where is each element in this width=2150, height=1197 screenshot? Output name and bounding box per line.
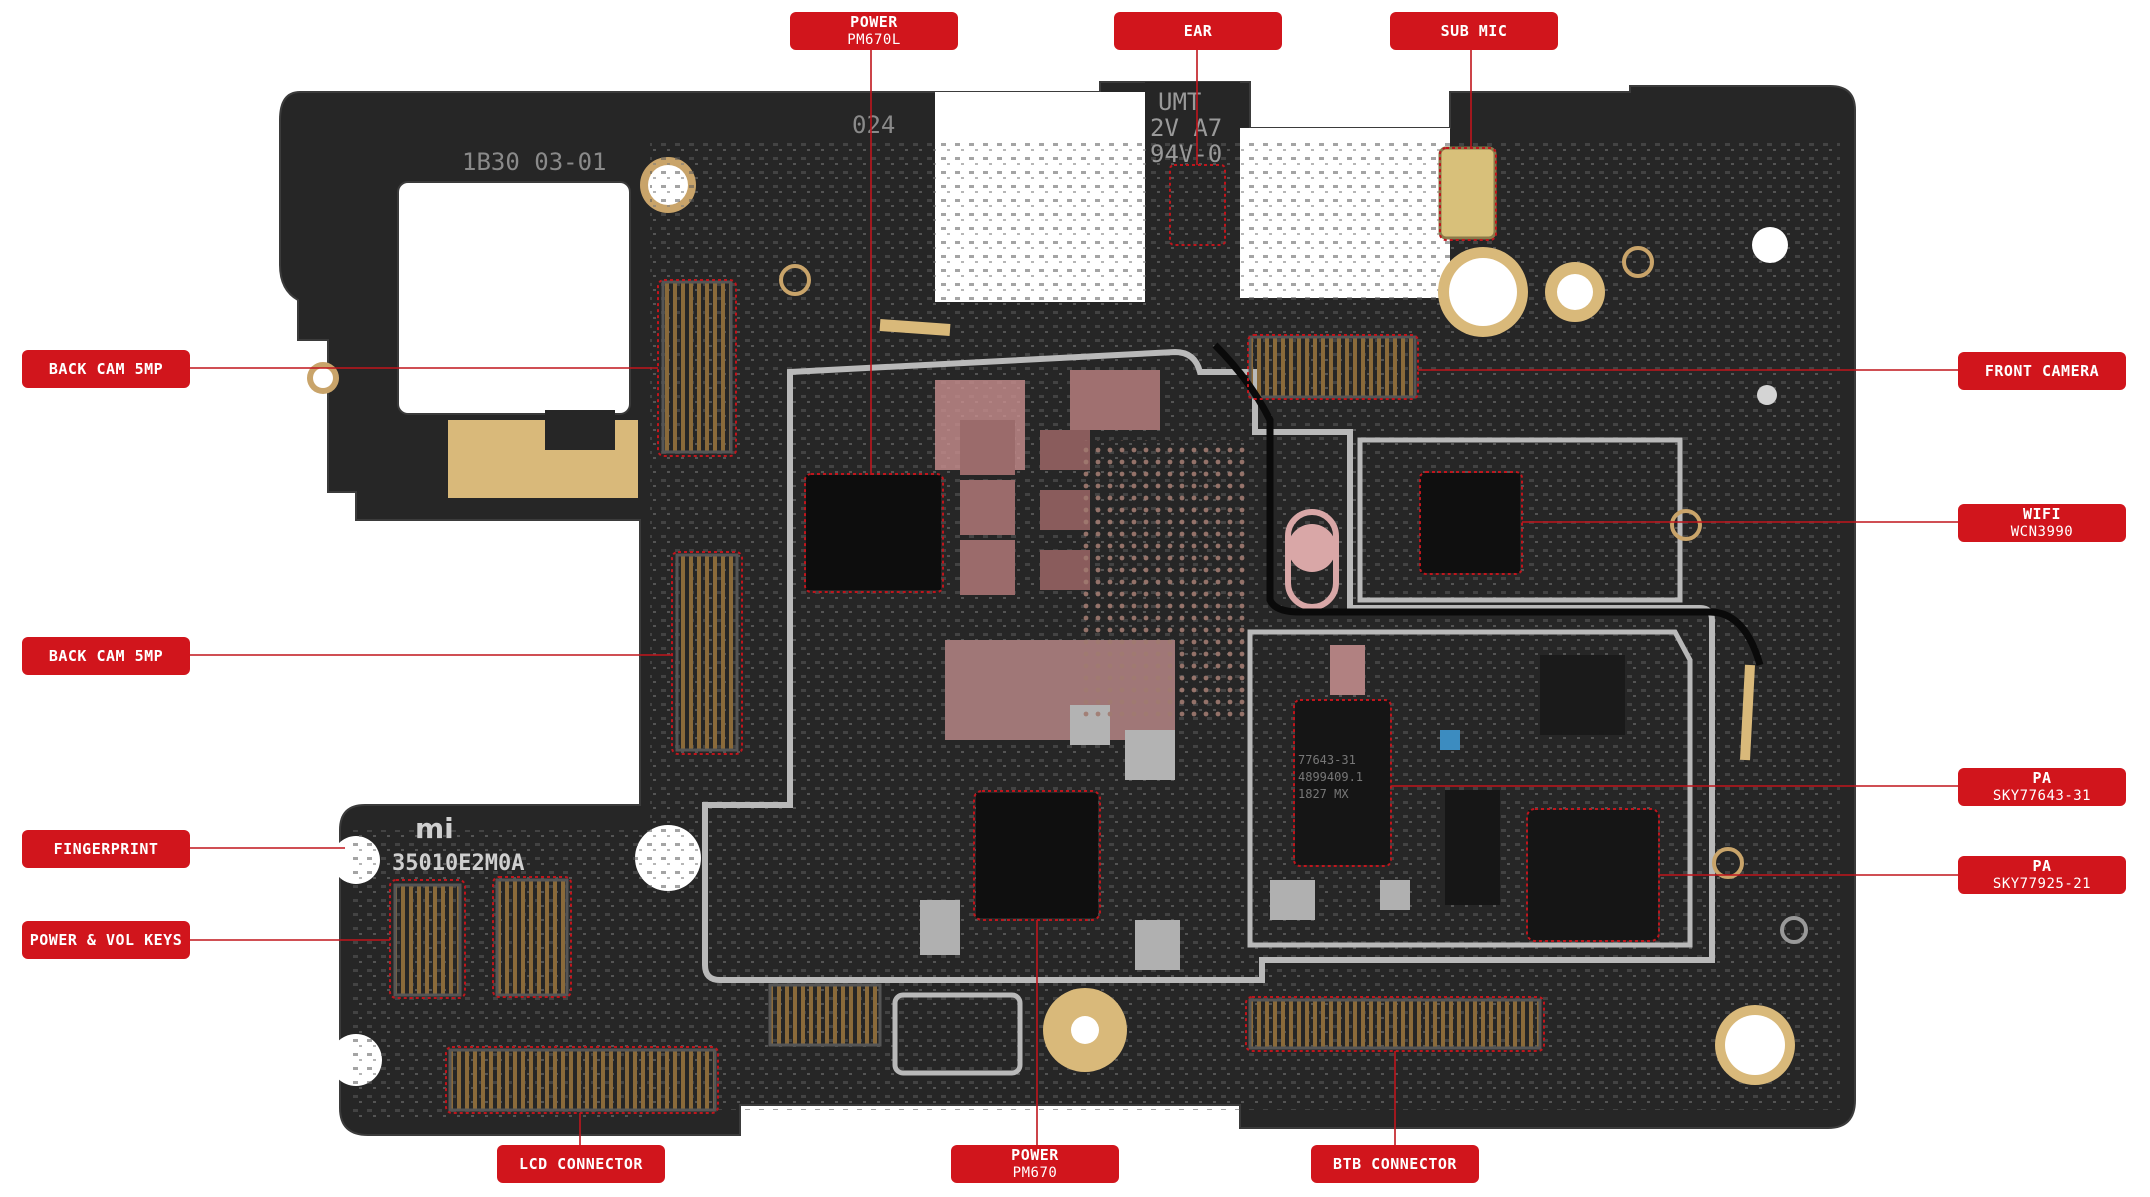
label-pa-1-sub: SKY77643-31	[1992, 787, 2092, 804]
label-fingerprint: FINGERPRINT	[22, 830, 190, 868]
shield-small	[892, 992, 1023, 1076]
label-btb-connector: BTB CONNECTOR	[1311, 1145, 1479, 1183]
label-front-camera: FRONT CAMERA	[1958, 352, 2126, 390]
label-fingerprint-title: FINGERPRINT	[53, 839, 159, 858]
label-power-pm670l-sub: PM670L	[847, 31, 901, 48]
outline-keys	[389, 879, 466, 999]
gold-plate-notch	[545, 410, 615, 450]
outline-front-camera	[1247, 334, 1419, 400]
pm670l-chip	[806, 475, 941, 590]
outline-pm670l	[804, 473, 944, 593]
label-sub-mic: SUB MIC	[1390, 12, 1558, 50]
label-pa-1: PA SKY77643-31	[1958, 768, 2126, 806]
label-ear: EAR	[1114, 12, 1282, 50]
label-power-pm670l: POWER PM670L	[790, 12, 958, 50]
label-pa-1-title: PA	[2032, 768, 2052, 787]
label-wifi-title: WIFI	[2022, 504, 2062, 523]
label-pa-2: PA SKY77925-21	[1958, 856, 2126, 894]
outline-keys-2	[492, 876, 572, 998]
label-power-pm670-sub: PM670	[1012, 1164, 1058, 1181]
outline-back-cam-2	[671, 551, 743, 755]
label-front-camera-title: FRONT CAMERA	[1984, 361, 2100, 380]
label-sub-mic-title: SUB MIC	[1440, 21, 1508, 40]
label-power-pm670-title: POWER	[1011, 1145, 1059, 1164]
camera-cutout	[397, 181, 631, 415]
label-ear-title: EAR	[1183, 21, 1213, 40]
sky77925-chip	[1528, 810, 1658, 940]
silk-mi-logo: mi	[415, 812, 454, 845]
label-back-cam-1: BACK CAM 5MP	[22, 350, 190, 388]
label-pa-2-title: PA	[2032, 856, 2052, 875]
label-btb-connector-title: BTB CONNECTOR	[1333, 1154, 1457, 1173]
label-power-pm670l-title: POWER	[850, 12, 898, 31]
outline-wifi	[1419, 471, 1523, 575]
silk-code-top: 1B30 03-01	[462, 148, 607, 176]
outline-lcd	[445, 1046, 719, 1114]
chip-text-2: 4899409.1	[1298, 770, 1363, 784]
bga-pad-field	[1080, 440, 1245, 720]
outline-btb	[1245, 996, 1545, 1052]
outline-sub-mic	[1439, 147, 1497, 241]
label-back-cam-1-title: BACK CAM 5MP	[48, 359, 164, 378]
silk-umt-1: UMT	[1158, 88, 1201, 116]
label-back-cam-2-title: BACK CAM 5MP	[48, 646, 164, 665]
pm670-chip	[976, 793, 1098, 918]
outline-back-cam-1	[657, 279, 737, 457]
label-lcd-connector: LCD CONNECTOR	[497, 1145, 665, 1183]
label-pa-2-sub: SKY77925-21	[1992, 875, 2092, 892]
silk-board-id: 35010E2M0A	[392, 851, 524, 876]
label-wifi-sub: WCN3990	[2010, 523, 2074, 540]
sky77643-chip	[1295, 700, 1390, 865]
shield-trace-inner	[1357, 437, 1683, 603]
silk-024: 024	[852, 111, 895, 139]
label-lcd-connector-title: LCD CONNECTOR	[519, 1154, 643, 1173]
chip-text-3: 1827 MX	[1298, 787, 1349, 801]
label-wifi: WIFI WCN3990	[1958, 504, 2126, 542]
sub-mic	[1438, 146, 1497, 240]
chip-text-1: 77643-31	[1298, 753, 1356, 767]
label-back-cam-2: BACK CAM 5MP	[22, 637, 190, 675]
silk-umt-3: 94V-0	[1150, 140, 1222, 168]
label-power-vol-keys-title: POWER & VOL KEYS	[29, 930, 183, 949]
shield-trace-left	[1247, 629, 1693, 948]
label-power-vol-keys: POWER & VOL KEYS	[22, 921, 190, 959]
label-power-pm670: POWER PM670	[951, 1145, 1119, 1183]
wcn3990-chip	[1420, 473, 1520, 573]
silk-umt-2: 2V A7	[1150, 114, 1222, 142]
antenna-cable	[1212, 342, 1764, 666]
outline-pa-1	[1293, 699, 1392, 867]
connectors	[393, 280, 1542, 1112]
